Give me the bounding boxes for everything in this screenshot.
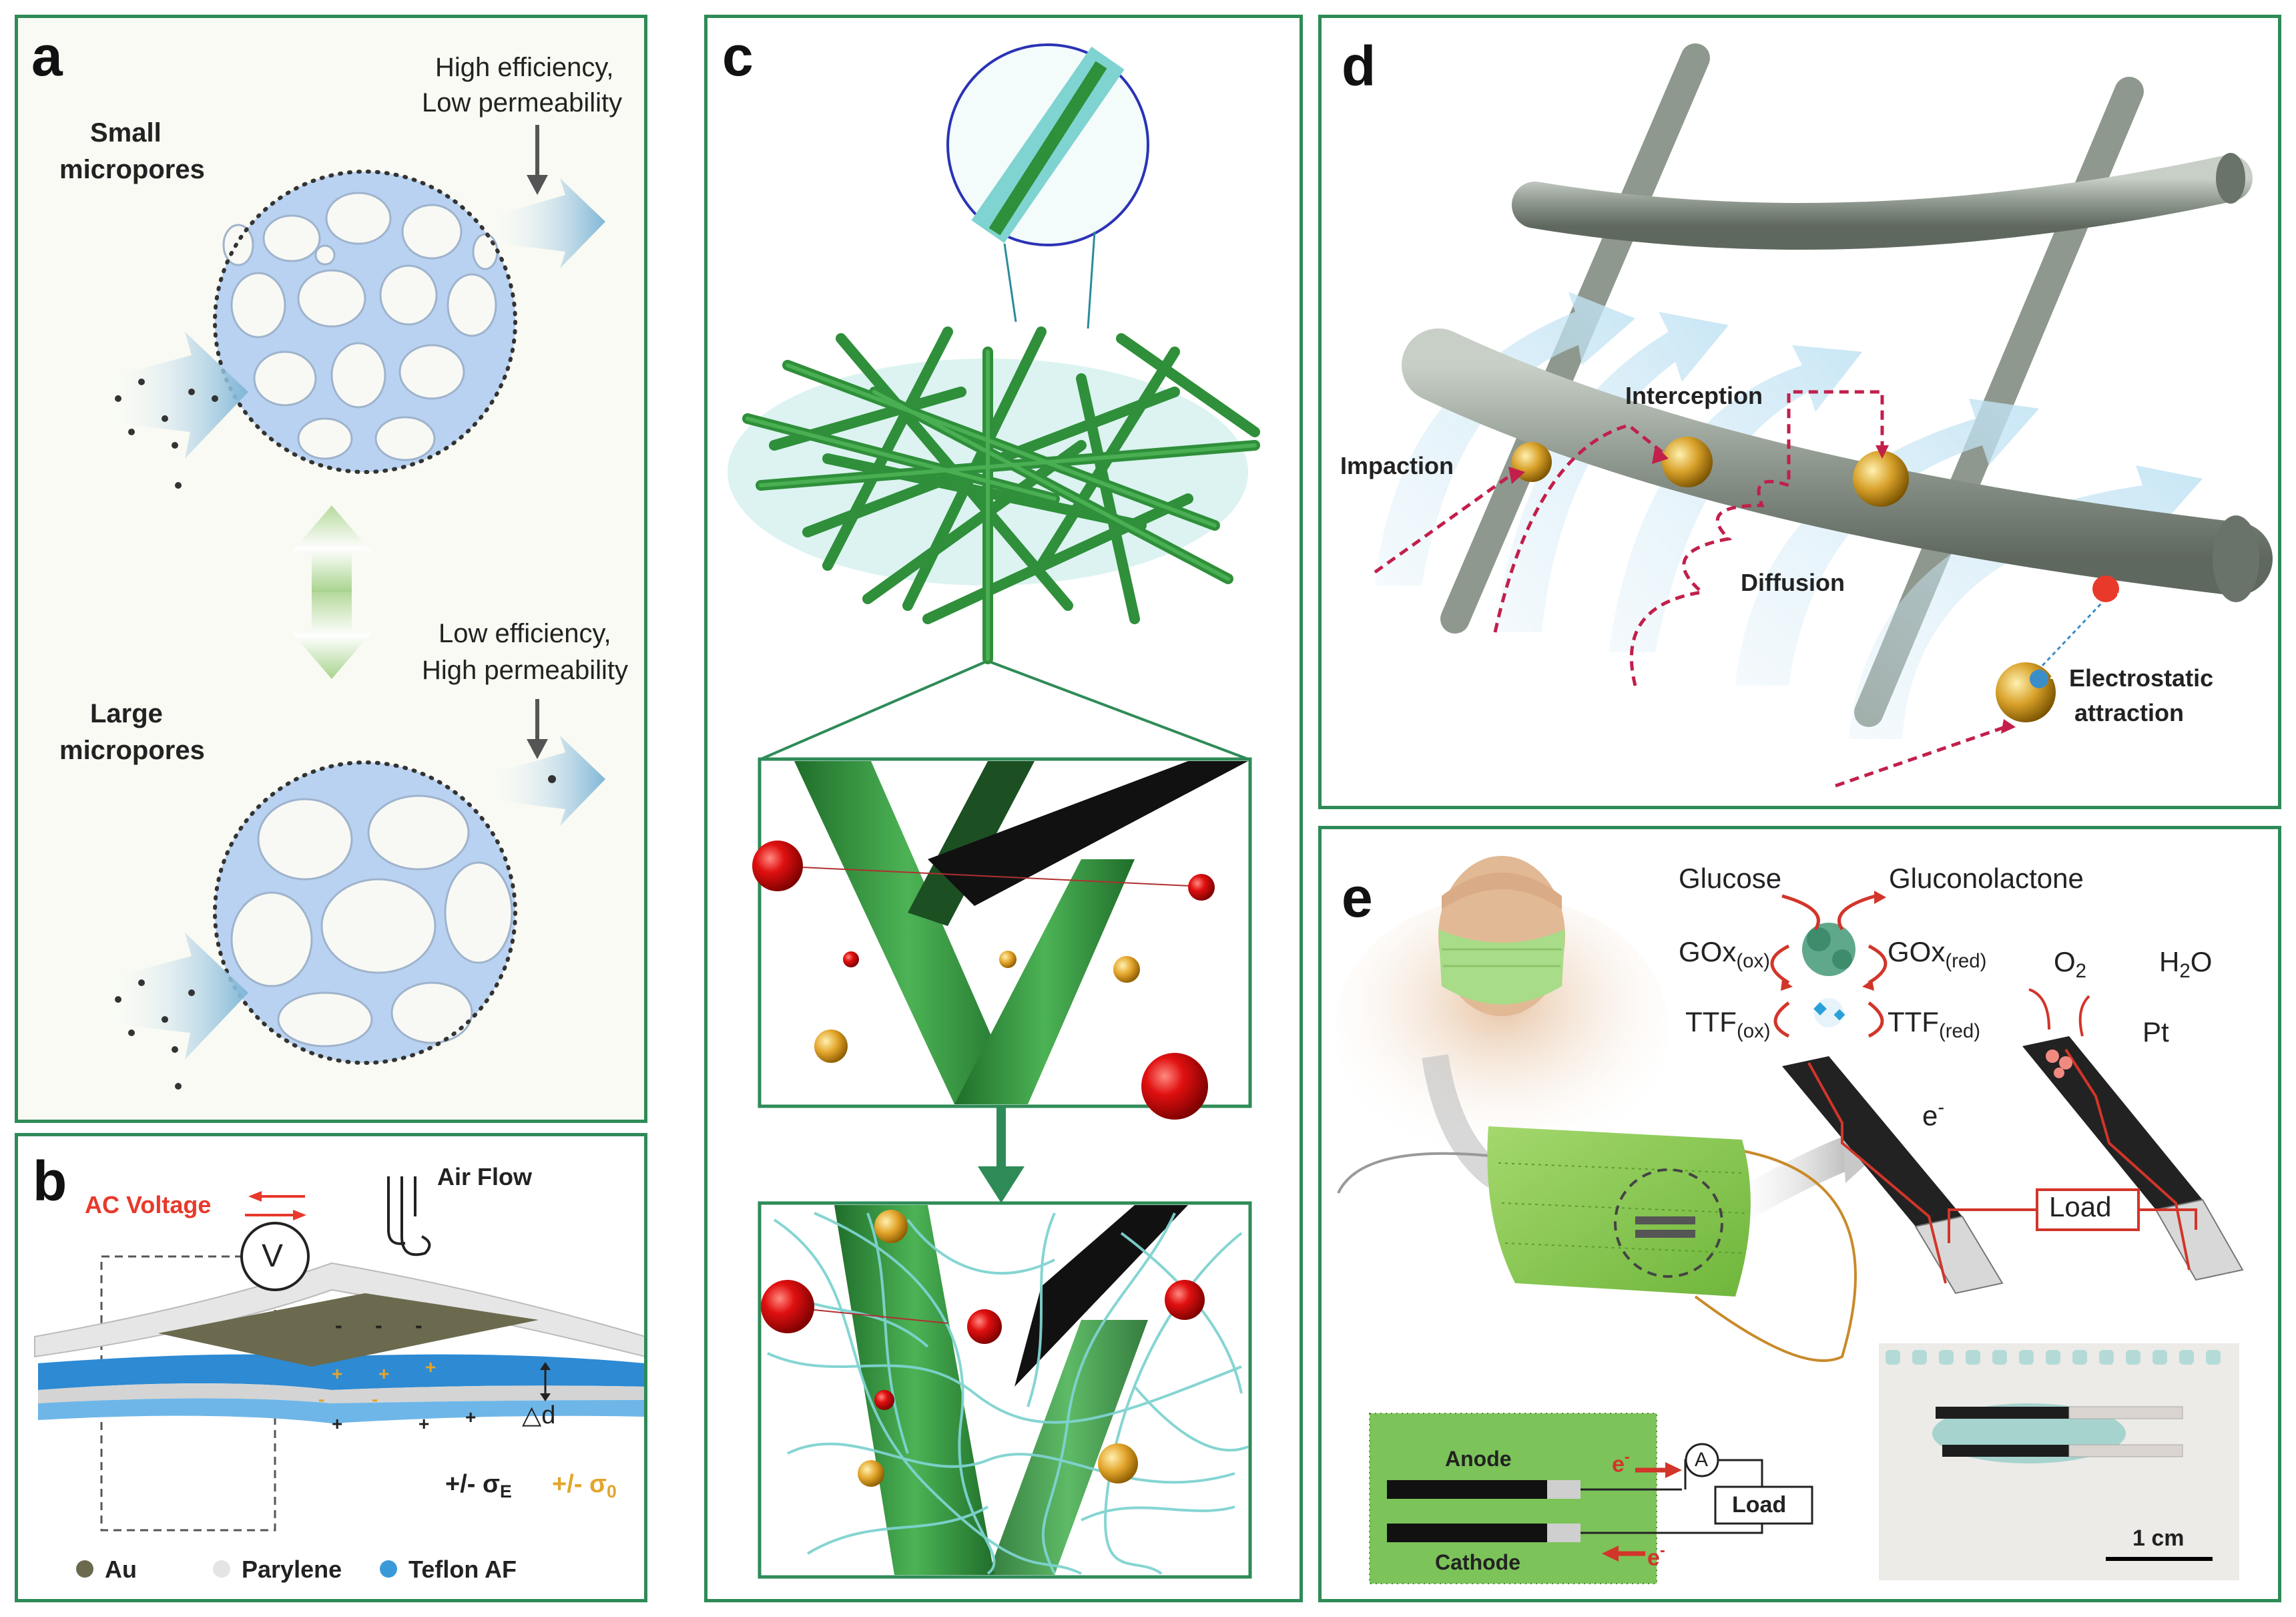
ttf-ox-label: TTF(ox) <box>1685 1006 1771 1042</box>
panel-d: d Impaction Interception Diffusion Elect… <box>1318 15 2281 809</box>
panel-e-label: e <box>1342 866 1373 929</box>
panel-c-label: c <box>722 25 754 87</box>
legend-parylene-swatch <box>213 1560 230 1578</box>
large-pores-label-2: micropores <box>59 736 205 765</box>
panel-a: a Small micropores High efficiency, Low … <box>15 15 647 1123</box>
cathode-label: Cathode <box>1435 1550 1520 1574</box>
panel-e-illustration <box>1335 856 2244 1584</box>
electrostatic-label-1: Electrostatic <box>2069 664 2214 692</box>
fiber-inset-plain <box>752 757 1252 1120</box>
sigma-0-label: +/- σ0 <box>552 1470 617 1502</box>
low-eff-label-1: Low efficiency, <box>439 619 611 648</box>
panel-a-illustration <box>18 18 644 1120</box>
circuit-load-label: Load <box>1732 1492 1787 1518</box>
negative-charge-sign: - <box>2116 582 2123 604</box>
person-illustration <box>1335 856 1669 1163</box>
fiber-inset-mesh <box>758 1201 1252 1579</box>
load-label: Load <box>2049 1191 2112 1222</box>
small-pores-label-1: Small <box>90 118 162 148</box>
device-photo <box>1879 1343 2239 1580</box>
glucose-label: Glucose <box>1679 863 1782 894</box>
gox-ox-label: GOx(ox) <box>1679 936 1770 972</box>
panel-e: e Glucose Gluconolactone GOx(ox) GOx(red… <box>1318 826 2281 1602</box>
panel-c-illustration <box>728 43 1260 1579</box>
small-pores-membrane <box>213 170 517 474</box>
panel-b-illustration <box>34 1176 644 1578</box>
charge-plus-3: + <box>425 1357 437 1377</box>
charge-plus-5: + <box>418 1413 430 1434</box>
legend-au-swatch <box>76 1560 93 1578</box>
high-eff-label-1: High efficiency, <box>435 53 614 82</box>
legend-teflon-label: Teflon AF <box>408 1556 517 1583</box>
fiber-mat <box>728 326 1260 664</box>
charge-plus-1: + <box>332 1363 343 1384</box>
gluconolactone-label: Gluconolactone <box>1889 863 2084 894</box>
enzyme-cluster <box>1802 923 1855 1027</box>
large-pores-membrane <box>213 760 517 1065</box>
fiber-zoom-circle <box>946 43 1149 329</box>
pt-label: Pt <box>2142 1016 2169 1048</box>
charge-plus-2: + <box>378 1363 390 1384</box>
diffusion-label: Diffusion <box>1741 569 1845 596</box>
panel-c: c <box>704 15 1303 1602</box>
charge-plus-4: + <box>332 1413 343 1434</box>
anode-electrode <box>1782 1056 2004 1295</box>
voltmeter-symbol: V <box>262 1238 284 1274</box>
cathode-electrode <box>2022 1036 2244 1281</box>
small-pores-label-2: micropores <box>59 155 205 184</box>
air-flow-label: Air Flow <box>437 1163 532 1190</box>
large-pores-label-1: Large <box>90 699 163 728</box>
sigma-e-label: +/- σE <box>445 1470 512 1502</box>
interception-label: Interception <box>1625 382 1763 409</box>
high-eff-label-2: Low permeability <box>422 88 623 118</box>
ammeter-symbol: A <box>1695 1449 1709 1471</box>
load-box <box>2036 1188 2140 1231</box>
charge-minus-4: - <box>318 1389 325 1409</box>
ac-voltage-label: AC Voltage <box>85 1191 212 1218</box>
air-flow-icon <box>387 1176 431 1256</box>
impaction-label: Impaction <box>1340 452 1454 479</box>
smart-mask <box>1337 1126 1857 1362</box>
positive-charge-sign: + <box>2050 668 2060 688</box>
electron-cathode-label: e- <box>1647 1542 1665 1571</box>
panel-d-illustration <box>1374 43 2273 788</box>
gox-red-label: GOx(red) <box>1888 936 1987 972</box>
scale-bar-label: 1 cm <box>2132 1526 2185 1551</box>
circuit-inset <box>1369 1413 1813 1584</box>
charge-plus-6: + <box>465 1407 477 1427</box>
electrode-minus-1: - <box>335 1313 342 1337</box>
panel-d-label: d <box>1342 35 1376 97</box>
legend-teflon-swatch <box>380 1560 397 1578</box>
panel-a-label: a <box>31 25 63 87</box>
ttf-red-label: TTF(red) <box>1888 1006 1981 1042</box>
electrode-minus-3: - <box>415 1313 422 1337</box>
delta-d-label: △d <box>522 1401 556 1429</box>
anode-label: Anode <box>1445 1447 1512 1471</box>
transition-double-arrow <box>292 505 372 679</box>
electrode-minus-2: - <box>375 1313 382 1337</box>
electron-anode-label: e- <box>1612 1448 1630 1477</box>
electron-label: e- <box>1922 1096 1945 1132</box>
electrostatic-label-2: attraction <box>2074 699 2185 726</box>
h2o-label: H2O <box>2159 946 2213 982</box>
charge-minus-5: - <box>372 1389 378 1409</box>
o2-label: O2 <box>2054 946 2087 982</box>
panel-b-label: b <box>33 1150 67 1212</box>
low-eff-label-2: High permeability <box>422 656 629 685</box>
panel-b: b AC Voltage Air Flow V - - - + + + - - … <box>15 1133 647 1602</box>
legend-au-label: Au <box>105 1556 137 1583</box>
legend-parylene-label: Parylene <box>242 1556 342 1583</box>
